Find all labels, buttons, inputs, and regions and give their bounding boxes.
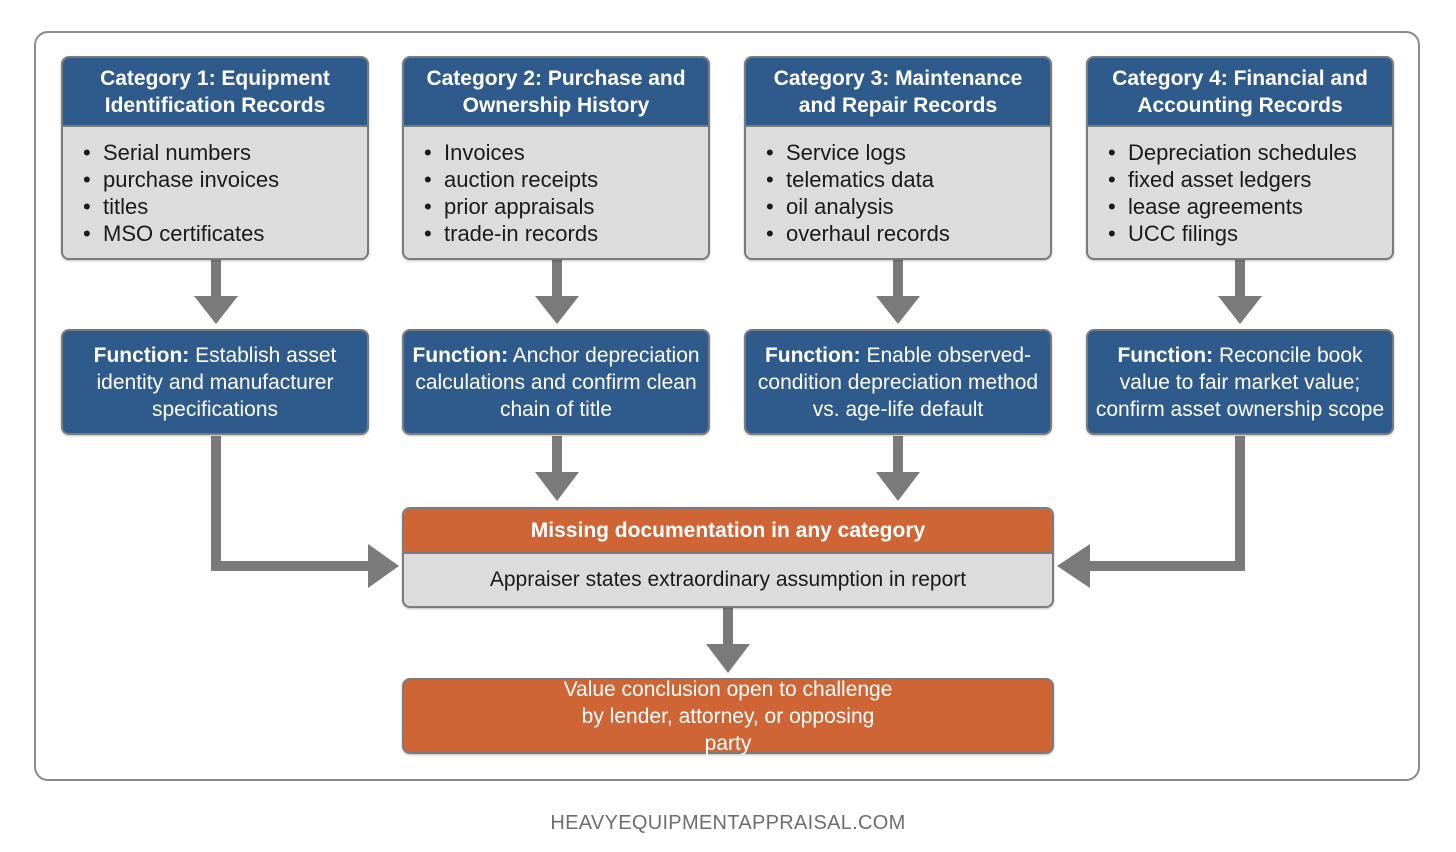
list-item: titles [83,193,367,220]
function-description: Function: Anchor depreciation calculatio… [410,342,702,423]
category-title: Category 1: Equipment Identification Rec… [63,58,367,127]
category-item-list: Service logs telematics data oil analysi… [746,127,1050,247]
list-item: MSO certificates [83,220,367,247]
function-box-4: Function: Reconcile book value to fair m… [1086,329,1394,435]
function-label: Function: [412,343,509,367]
list-item: UCC filings [1108,220,1392,247]
function-text: Establish asset identity and manufacture… [96,343,337,421]
category-item-list: Serial numbers purchase invoices titles … [63,127,367,247]
list-item: Invoices [424,139,708,166]
arrow-func1-to-missing [211,436,372,571]
list-item: oil analysis [766,193,1050,220]
category-card-4: Category 4: Financial and Accounting Rec… [1086,56,1394,260]
site-watermark: HEAVYEQUIPMENTAPPRAISAL.COM [550,812,906,834]
list-item: trade-in records [424,220,708,247]
list-item: Service logs [766,139,1050,166]
function-label: Function: [764,343,861,367]
diagram-frame [34,31,1420,781]
list-item: fixed asset ledgers [1108,166,1392,193]
list-item: lease agreements [1108,193,1392,220]
function-box-2: Function: Anchor depreciation calculatio… [402,329,710,435]
list-item: overhaul records [766,220,1050,247]
function-description: Function: Enable observed-condition depr… [752,342,1044,423]
list-item: purchase invoices [83,166,367,193]
category-card-1: Category 1: Equipment Identification Rec… [61,56,369,260]
function-box-3: Function: Enable observed-condition depr… [744,329,1052,435]
category-title: Category 3: Maintenance and Repair Recor… [746,58,1050,127]
function-label: Function: [93,343,190,367]
function-box-1: Function: Establish asset identity and m… [61,329,369,435]
list-item: Serial numbers [83,139,367,166]
category-title: Category 2: Purchase and Ownership Histo… [404,58,708,127]
list-item: Depreciation schedules [1108,139,1392,166]
missing-documentation-title: Missing documentation in any category [404,509,1052,554]
function-description: Function: Reconcile book value to fair m… [1094,342,1386,423]
arrow-func4-to-missing [1086,436,1245,571]
function-text: Anchor depreciation calculations and con… [415,343,700,421]
function-label: Function: [1117,343,1214,367]
list-item: prior appraisals [424,193,708,220]
function-text: Enable observed-condition depreciation m… [757,343,1039,421]
list-item: telematics data [766,166,1050,193]
list-item: auction receipts [424,166,708,193]
missing-documentation-box: Missing documentation in any category Ap… [402,507,1054,608]
function-text: Reconcile book value to fair market valu… [1095,343,1385,421]
category-item-list: Depreciation schedules fixed asset ledge… [1088,127,1392,247]
value-conclusion-box: Value conclusion open to challenge by le… [402,677,1054,755]
category-card-2: Category 2: Purchase and Ownership Histo… [402,56,710,260]
function-description: Function: Establish asset identity and m… [69,342,361,423]
category-title: Category 4: Financial and Accounting Rec… [1088,58,1392,127]
extraordinary-assumption-text: Appraiser states extraordinary assumptio… [489,568,967,591]
value-conclusion-text: Value conclusion open to challenge by le… [563,677,893,755]
category-item-list: Invoices auction receipts prior appraisa… [404,127,708,247]
category-card-3: Category 3: Maintenance and Repair Recor… [744,56,1052,260]
